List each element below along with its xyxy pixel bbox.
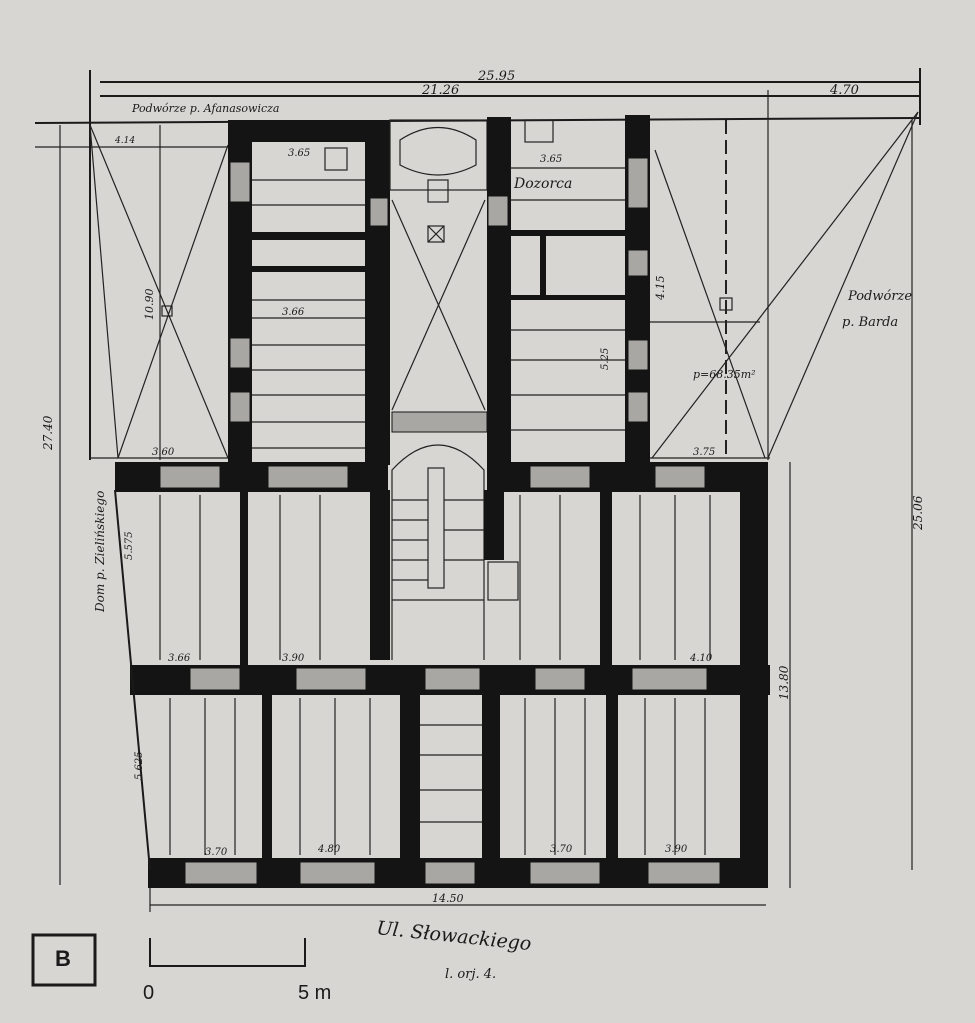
dim-right-depth: 25.06 — [911, 495, 925, 531]
dim-left-depth: 27.40 — [41, 415, 55, 451]
label-street: Ul. Słowackiego — [375, 917, 532, 955]
scale-bar — [149, 938, 306, 967]
right-yard-lines — [650, 111, 919, 888]
panel-letter: B — [55, 946, 71, 971]
dim-mid-row-left: 3.66 — [168, 653, 191, 664]
dim-building-width: 21.26 — [421, 83, 459, 98]
dim-bottom-1: 3.70 — [205, 847, 228, 858]
dim-bottom-4: 3.90 — [665, 844, 688, 855]
dim-room-depth-right: 5.25 — [600, 348, 611, 370]
dim-mid-row-right: 4.10 — [689, 653, 713, 664]
dim-yard-right: 4.15 — [654, 276, 667, 302]
label-neighbor-house: Dom p. Zielińskiego — [93, 491, 107, 613]
dim-left-yard: 10.90 — [143, 289, 156, 321]
front-block — [114, 462, 770, 912]
dim-mid-row-2: 3.90 — [282, 653, 305, 664]
left-wing — [228, 120, 390, 465]
right-wing — [487, 115, 650, 465]
dim-bottom-2: 4.80 — [317, 844, 341, 855]
dim-right-yard-width: 4.70 — [829, 83, 859, 98]
dim-front-depth: 13.80 — [777, 665, 791, 700]
dim-top-left-small: 4.14 — [114, 136, 135, 146]
dim-side-left: 5.575 — [124, 531, 135, 560]
scale-start-label: 0 — [143, 982, 155, 1004]
dim-side-left-2: 5.625 — [134, 751, 145, 780]
label-caretaker: Dozorca — [513, 176, 572, 192]
dim-room-width-left: 3.65 — [288, 148, 310, 159]
label-yard-right-1: Podwórze — [847, 289, 912, 304]
label-yard-area: p=68.35m² — [693, 368, 756, 381]
staircase — [389, 119, 488, 660]
dim-total-width: 25.95 — [477, 69, 515, 84]
label-yard-left: Podwórze p. Afanasowicza — [131, 102, 280, 115]
dim-right-front-room: 3.75 — [693, 447, 715, 458]
label-street-number: l. orj. 4. — [445, 967, 496, 982]
dim-left-front-room: 3.60 — [152, 447, 175, 458]
dim-room-width-right: 3.65 — [540, 154, 562, 165]
label-yard-right-2: p. Barda — [842, 315, 898, 330]
top-dimension-lines — [34, 68, 921, 460]
left-yard-lines — [89, 124, 230, 460]
dim-mid-left: 3.66 — [282, 307, 305, 318]
dim-front-width: 14.50 — [432, 892, 464, 905]
panel-letter-box — [31, 933, 97, 987]
scale-end-label: 5 m — [298, 982, 332, 1004]
dim-bottom-3: 3.70 — [550, 844, 573, 855]
